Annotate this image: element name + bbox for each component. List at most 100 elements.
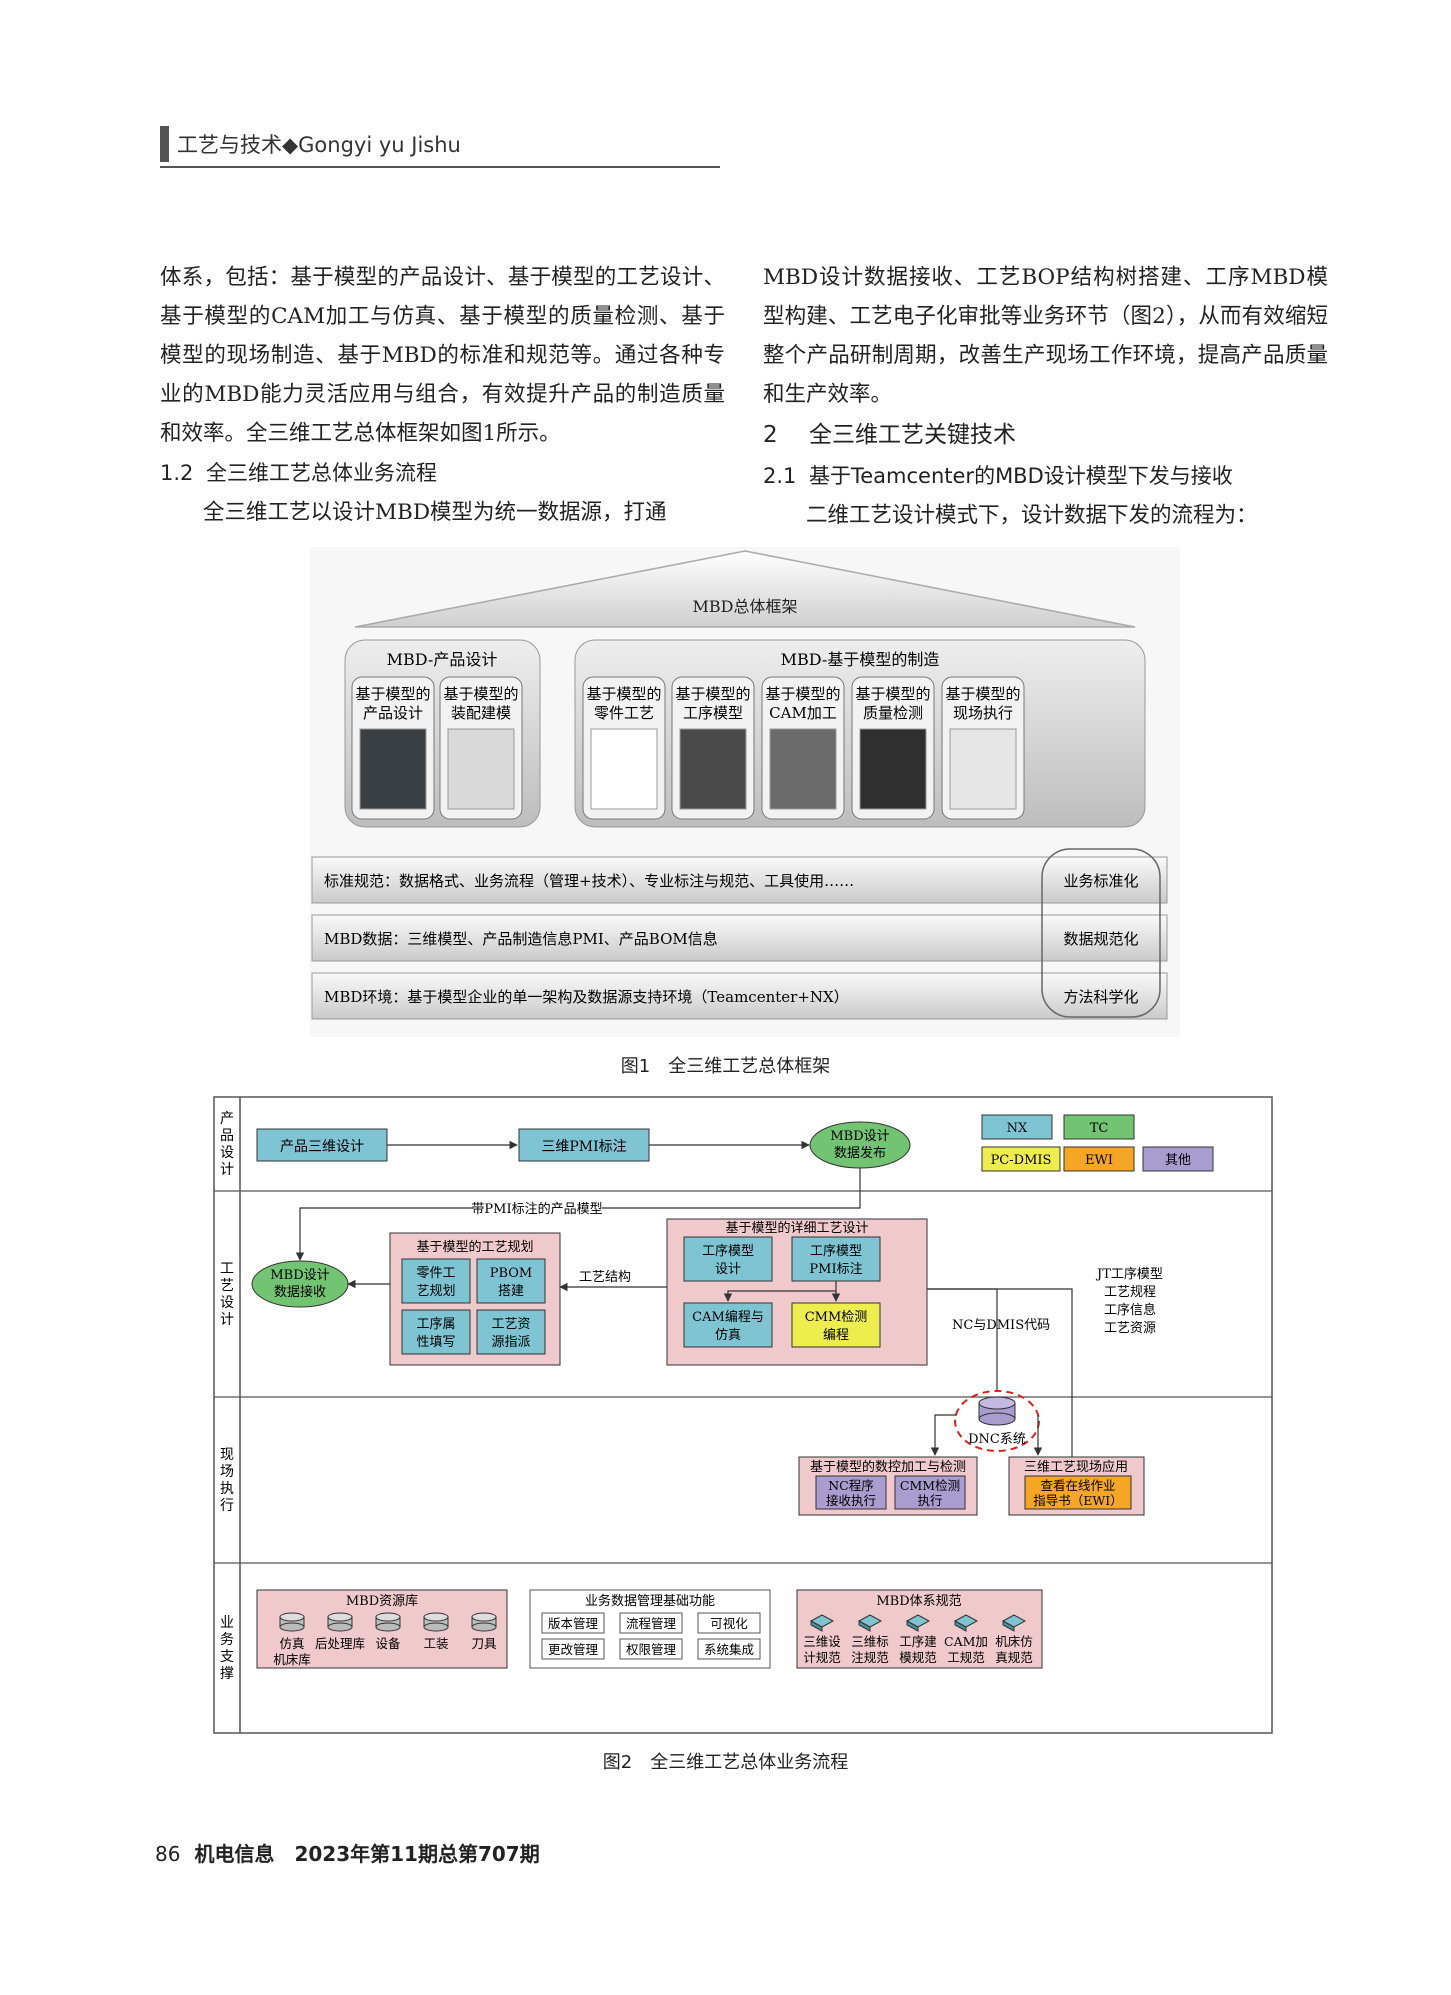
card-2-line-1: 基于模型的 — [586, 685, 661, 703]
detail-item-1-l2: PMI标注 — [809, 1262, 862, 1277]
bar-0-tag: 业务标准化 — [1063, 872, 1138, 890]
lane-1-char-2: 设 — [220, 1295, 234, 1311]
dnc-label: DNC系统 — [968, 1432, 1026, 1447]
box-ewi — [1024, 1475, 1132, 1510]
header-rule — [160, 166, 720, 168]
std-icon-side-3 — [954, 1620, 967, 1632]
detail-item-0-l1: 工序模型 — [702, 1244, 754, 1259]
legend-1-label: TC — [1090, 1121, 1109, 1136]
std-item-4-l2: 真规范 — [995, 1650, 1033, 1665]
res-icon-bottom-1 — [327, 1622, 353, 1632]
res-icon-bottom-4 — [471, 1622, 497, 1632]
jt-label-2: 工序信息 — [1104, 1302, 1156, 1318]
mgmt-item-0 — [541, 1612, 605, 1634]
plan-item-0 — [401, 1258, 471, 1304]
std-item-2-l2: 模规范 — [899, 1650, 937, 1665]
card-0-image — [359, 728, 427, 810]
legend-3 — [1063, 1146, 1135, 1172]
plan-item-3-l2: 源指派 — [491, 1335, 530, 1350]
left-column: 体系，包括：基于模型的产品设计、基于模型的工艺设计、基于模型的CAM加工与仿真、… — [160, 258, 725, 532]
res-icon-top-2 — [375, 1612, 401, 1622]
detail-item-2-l1: CAM编程与 — [692, 1310, 764, 1325]
card-0-line-2: 产品设计 — [363, 704, 423, 722]
nc-item-0-l1: NC程序 — [828, 1478, 874, 1493]
res-item-4: 刀具 — [471, 1636, 497, 1651]
lane-2-char-0: 现 — [220, 1447, 234, 1463]
card-3-line-2: 工序模型 — [683, 704, 743, 722]
bar-0-text: 标准规范：数据格式、业务流程（管理+技术）、专业标注与规范、工具使用…… — [324, 872, 854, 890]
left-para-2: 全三维工艺以设计MBD模型为统一数据源，打通 — [203, 500, 667, 525]
res-icon-top-0 — [279, 1612, 305, 1622]
ellipse-mbd-publish-label-1: MBD设计 — [830, 1129, 889, 1144]
legend-0-label: NX — [1007, 1121, 1028, 1136]
right-para-1: MBD设计数据接收、工艺BOP结构树搭建、工序MBD模型构建、工艺电子化审批等业… — [763, 265, 1328, 407]
res-icon-bottom-2 — [375, 1622, 401, 1632]
legend-3-label: EWI — [1085, 1153, 1113, 1168]
detail-item-2-l2: 仿真 — [715, 1328, 741, 1343]
card-3-image — [679, 728, 747, 810]
mgmt-item-3-label: 更改管理 — [548, 1642, 599, 1657]
lane-2-char-2: 执 — [220, 1481, 234, 1497]
mgmt-item-2-label: 可视化 — [710, 1616, 748, 1631]
detail-item-3 — [791, 1302, 881, 1348]
std-icon-side-1 — [858, 1620, 871, 1632]
plan-item-1 — [476, 1258, 546, 1304]
detail-item-1-l1: 工序模型 — [810, 1244, 862, 1259]
ellipse-mbd-receive-label-2: 数据接收 — [274, 1284, 326, 1300]
ellipse-mbd-publish-label-2: 数据发布 — [834, 1145, 886, 1161]
plan-item-0-l1: 零件工 — [416, 1266, 455, 1281]
card-0-line-1: 基于模型的 — [355, 685, 430, 703]
figure-1: MBD总体框架 MBD-产品设计 MBD-基于模型的制造 基于模型的产品设计基于… — [310, 547, 1180, 1037]
card-4-line-1: 基于模型的 — [765, 685, 840, 703]
mgmt-item-1 — [619, 1612, 683, 1634]
plan-item-3 — [476, 1309, 546, 1355]
std-icon-side-2 — [906, 1620, 919, 1632]
lane-0-char-3: 计 — [220, 1162, 234, 1178]
legend-0 — [981, 1114, 1053, 1140]
plan-item-1-l2: 搭建 — [498, 1283, 524, 1299]
res-icon-bottom-0 — [279, 1622, 305, 1632]
mgmt-item-5 — [697, 1638, 761, 1660]
plan-item-1-l1: PBOM — [490, 1266, 533, 1281]
card-6-line-2: 现场执行 — [953, 704, 1013, 722]
res-item-0: 仿真 — [279, 1636, 304, 1651]
right-column: MBD设计数据接收、工艺BOP结构树搭建、工序MBD模型构建、工艺电子化审批等业… — [763, 258, 1328, 535]
res-icon-top-4 — [471, 1612, 497, 1622]
lane-1-char-3: 计 — [220, 1312, 234, 1328]
legend-2 — [981, 1146, 1061, 1172]
left-para-1: 体系，包括：基于模型的产品设计、基于模型的工艺设计、基于模型的CAM加工与仿真、… — [160, 265, 725, 446]
plan-item-3-l1: 工艺资 — [491, 1317, 530, 1332]
res-icon-top-3 — [423, 1612, 449, 1622]
std-item-3-l1: CAM加 — [944, 1634, 988, 1649]
header-title: 工艺与技术◆Gongyi yu Jishu — [177, 133, 461, 157]
bar-2-tag: 方法科学化 — [1063, 988, 1138, 1006]
header-bar — [160, 126, 169, 162]
lane-2-char-1: 场 — [220, 1464, 234, 1480]
dnc-highlight-ring — [954, 1390, 1040, 1452]
card-1-line-2: 装配建模 — [451, 704, 511, 722]
res-item-0-l2: 机床库 — [273, 1652, 311, 1667]
right-para-2: 二维工艺设计模式下，设计数据下发的流程为： — [806, 503, 1258, 528]
plan-item-2-l2: 性填写 — [416, 1335, 455, 1350]
box-field-app-title: 三维工艺现场应用 — [1024, 1459, 1128, 1475]
jt-label-3: 工艺资源 — [1104, 1321, 1156, 1336]
res-item-1: 后处理库 — [315, 1636, 365, 1651]
mgmt-item-2 — [697, 1612, 761, 1634]
nc-item-0-l2: 接收执行 — [826, 1493, 876, 1508]
box-product-3d-design-label: 产品三维设计 — [280, 1139, 364, 1155]
std-item-0-l1: 三维设 — [803, 1634, 841, 1649]
bar-1 — [311, 914, 1168, 962]
card-6-image — [949, 728, 1017, 810]
std-item-1-l2: 注规范 — [851, 1650, 889, 1665]
mgmt-item-5-label: 系统集成 — [704, 1642, 754, 1657]
legend-1 — [1063, 1114, 1135, 1140]
card-5-line-2: 质量检测 — [863, 704, 923, 722]
mgmt-item-4 — [619, 1638, 683, 1660]
figure-2-caption: 图2 全三维工艺总体业务流程 — [602, 1752, 849, 1773]
figure-1-caption: 图1 全三维工艺总体框架 — [620, 1056, 831, 1077]
